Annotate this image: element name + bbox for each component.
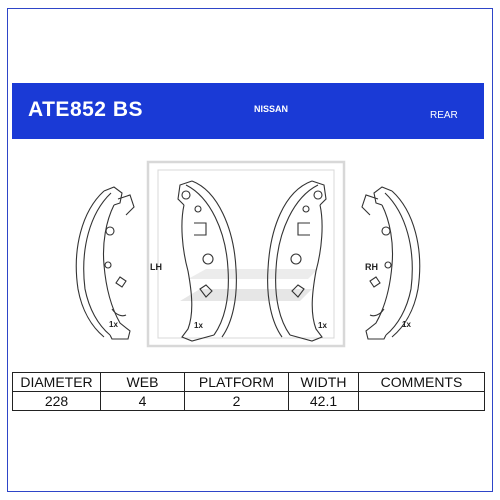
spec-table: DIAMETER WEB PLATFORM WIDTH COMMENTS 228… bbox=[12, 372, 485, 411]
brake-shoe-1 bbox=[75, 186, 135, 340]
diameter-value: 228 bbox=[12, 391, 101, 411]
brake-shoe-drawing: LH RH 1x 1x 1x 1x bbox=[12, 139, 484, 371]
left-hand-label: LH bbox=[150, 262, 162, 272]
web-header: WEB bbox=[100, 372, 185, 392]
product-header: ATE852 BS NISSAN REAR bbox=[12, 83, 484, 139]
width-value: 42.1 bbox=[288, 391, 359, 411]
product-code: ATE852 BS bbox=[28, 98, 143, 121]
platform-value: 2 bbox=[184, 391, 289, 411]
quantity-label-2: 1x bbox=[194, 321, 203, 330]
quantity-label-1: 1x bbox=[109, 320, 118, 329]
watermark-logo bbox=[146, 160, 346, 348]
brake-shoes-svg bbox=[75, 160, 421, 348]
blank-footer-area bbox=[12, 410, 484, 480]
quantity-label-3: 1x bbox=[318, 321, 327, 330]
brake-shoe-2 bbox=[177, 180, 237, 342]
vehicle-make: NISSAN bbox=[254, 104, 289, 114]
brake-shoe-3 bbox=[267, 180, 327, 342]
comments-value bbox=[358, 391, 485, 411]
right-hand-label: RH bbox=[365, 262, 378, 272]
axle-position: REAR bbox=[430, 110, 458, 121]
spec-header-row: DIAMETER WEB PLATFORM WIDTH COMMENTS bbox=[12, 372, 485, 392]
web-value: 4 bbox=[100, 391, 185, 411]
brake-shoe-4 bbox=[361, 186, 421, 340]
spec-value-row: 228 4 2 42.1 bbox=[12, 391, 485, 411]
width-header: WIDTH bbox=[288, 372, 359, 392]
comments-header: COMMENTS bbox=[358, 372, 485, 392]
platform-header: PLATFORM bbox=[184, 372, 289, 392]
diameter-header: DIAMETER bbox=[12, 372, 101, 392]
quantity-label-4: 1x bbox=[402, 320, 411, 329]
